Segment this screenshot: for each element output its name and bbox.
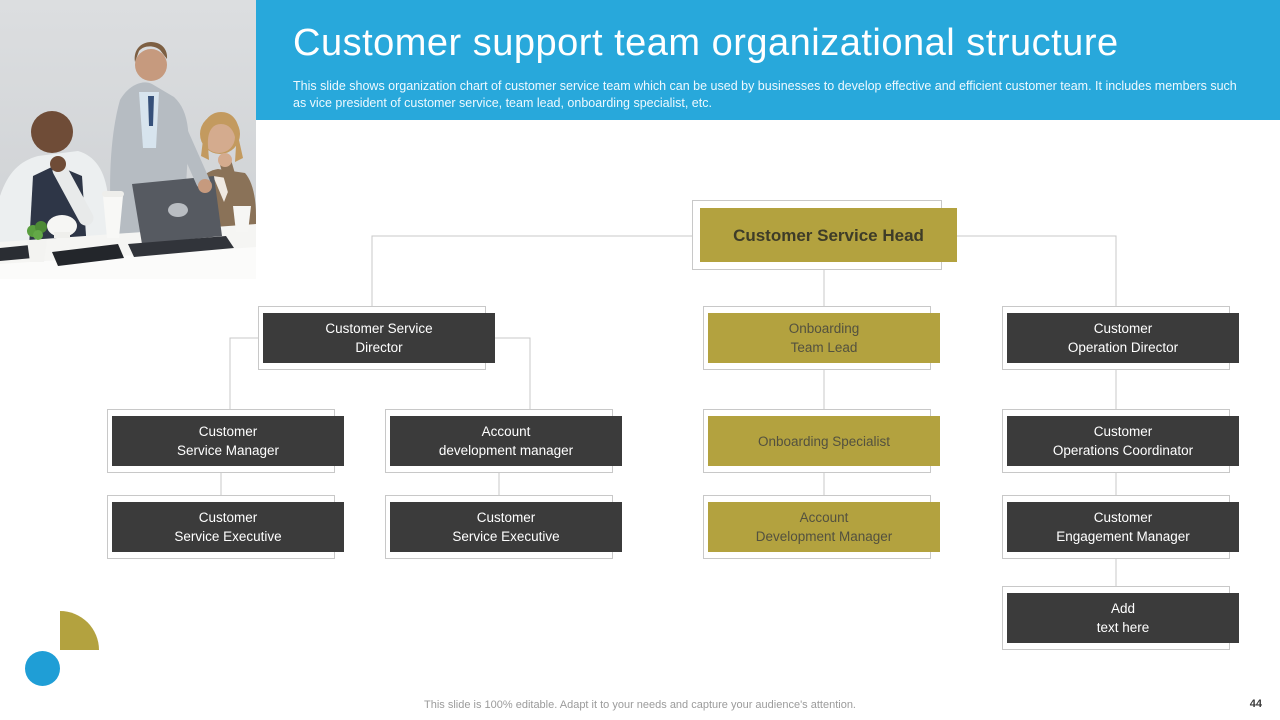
- org-node-onboarding-specialist[interactable]: Onboarding Specialist: [703, 409, 940, 473]
- node-label: Customer Service Head: [700, 208, 957, 262]
- org-node-add-text-here[interactable]: Add text here: [1002, 586, 1239, 650]
- node-label: Account Development Manager: [708, 502, 940, 552]
- node-label: Customer Service Executive: [390, 502, 622, 552]
- node-label: Customer Service Executive: [112, 502, 344, 552]
- footer-note: This slide is 100% editable. Adapt it to…: [424, 699, 856, 711]
- page-title: Customer support team organizational str…: [293, 22, 1119, 64]
- org-node-customer-service-executive-2[interactable]: Customer Service Executive: [385, 495, 622, 559]
- org-node-account-development-manager-mid[interactable]: Account Development Manager: [703, 495, 940, 559]
- org-node-onboarding-team-lead[interactable]: Onboarding Team Lead: [703, 306, 940, 370]
- org-node-customer-engagement-manager[interactable]: Customer Engagement Manager: [1002, 495, 1239, 559]
- team-photo-illustration: [0, 0, 256, 279]
- slide-subtitle: This slide shows organization chart of c…: [293, 79, 1237, 110]
- org-node-customer-service-manager[interactable]: Customer Service Manager: [107, 409, 344, 473]
- node-label: Customer Operation Director: [1007, 313, 1239, 363]
- org-node-customer-operation-director[interactable]: Customer Operation Director: [1002, 306, 1239, 370]
- node-label: Customer Engagement Manager: [1007, 502, 1239, 552]
- org-node-customer-operations-coordinator[interactable]: Customer Operations Coordinator: [1002, 409, 1239, 473]
- node-label: Account development manager: [390, 416, 622, 466]
- node-label: Customer Service Director: [263, 313, 495, 363]
- node-label: Customer Service Manager: [112, 416, 344, 466]
- blue-circle-decoration: [25, 651, 60, 686]
- org-node-customer-service-head[interactable]: Customer Service Head: [692, 200, 957, 270]
- node-label: Onboarding Specialist: [708, 416, 940, 466]
- slide-header: Customer support team organizational str…: [256, 0, 1280, 120]
- node-label: Customer Operations Coordinator: [1007, 416, 1239, 466]
- team-photo: [0, 0, 256, 279]
- node-label: Onboarding Team Lead: [708, 313, 940, 363]
- org-node-customer-service-director[interactable]: Customer Service Director: [258, 306, 495, 370]
- org-node-customer-service-executive-1[interactable]: Customer Service Executive: [107, 495, 344, 559]
- org-node-account-development-manager-left[interactable]: Account development manager: [385, 409, 622, 473]
- page-number: 44: [1249, 698, 1262, 710]
- node-label: Add text here: [1007, 593, 1239, 643]
